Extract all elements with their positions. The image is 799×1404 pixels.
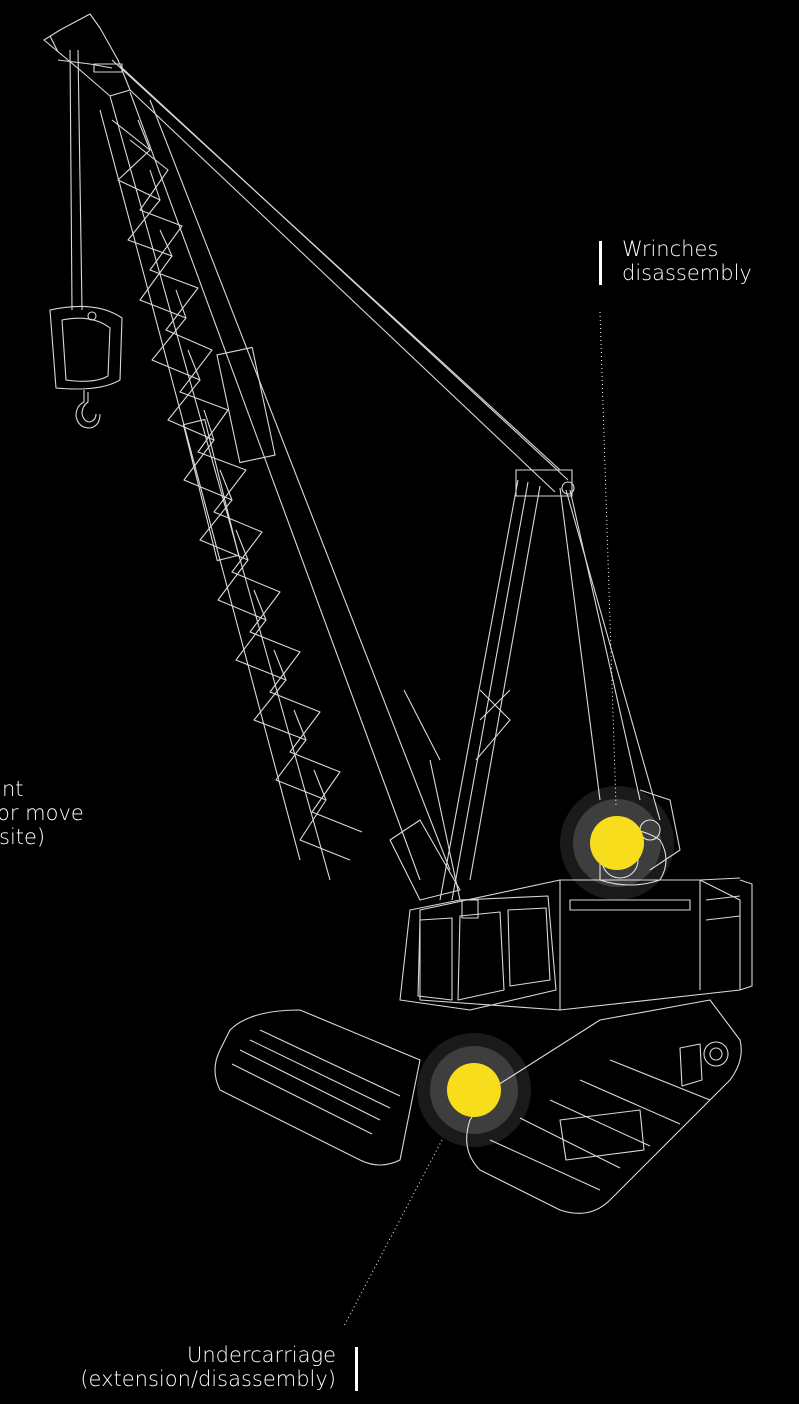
label-line: site) xyxy=(0,825,84,849)
crawler-crane-icon xyxy=(44,14,752,1213)
label-left-partial: nt or move site) xyxy=(0,777,84,849)
label-wrinches: Wrinches disassembly xyxy=(622,237,752,285)
boom-top xyxy=(44,14,130,96)
label-undercarriage: Undercarriage (extension/disassembly) xyxy=(80,1343,336,1391)
pendant-lines xyxy=(112,60,568,492)
label-line: Wrinches xyxy=(622,237,752,261)
label-line: or move xyxy=(0,801,84,825)
hotspot-dot xyxy=(447,1063,501,1117)
label-bar xyxy=(599,241,602,285)
label-bar xyxy=(355,1347,358,1391)
boom-lattice xyxy=(100,92,450,880)
hook-block xyxy=(50,50,122,428)
hotspot-dot xyxy=(590,816,644,870)
leader-line-undercarriage xyxy=(344,1140,442,1326)
label-line: disassembly xyxy=(622,261,752,285)
hotspot-wrinches[interactable] xyxy=(560,786,674,900)
label-line: nt xyxy=(0,777,84,801)
leader-line-wrinches xyxy=(600,312,616,806)
label-line: Undercarriage xyxy=(80,1343,336,1367)
hotspot-undercarriage[interactable] xyxy=(417,1033,531,1147)
label-line: (extension/disassembly) xyxy=(80,1367,336,1391)
